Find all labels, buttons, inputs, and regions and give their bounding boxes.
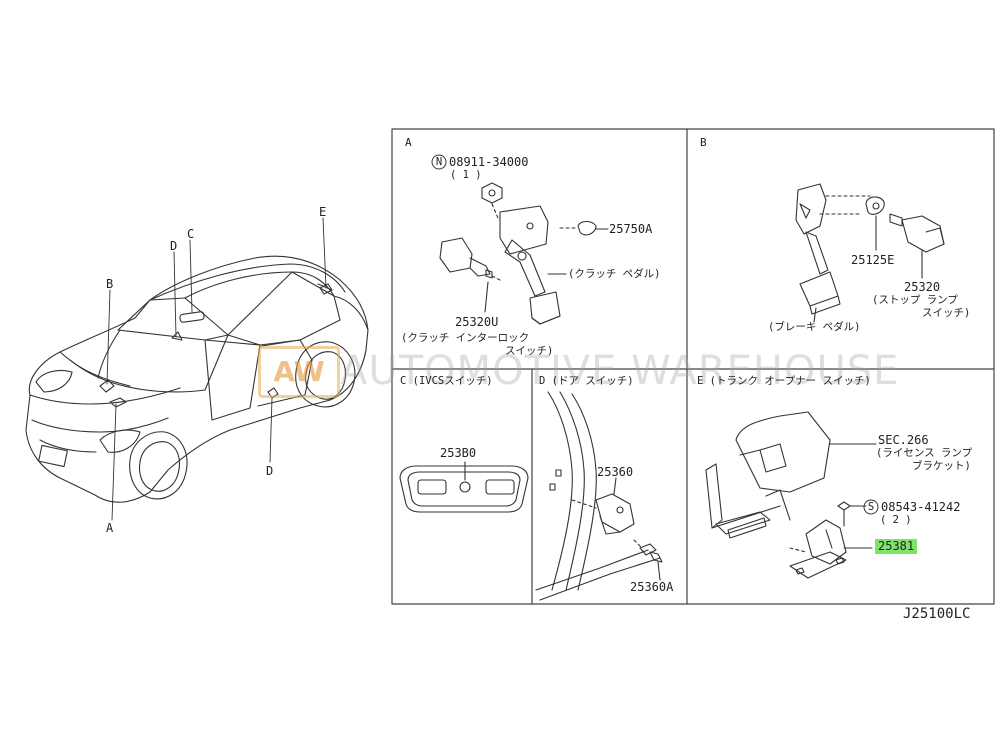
watermark-logo: AW — [258, 346, 340, 398]
part-25360a: 25360A — [630, 580, 674, 594]
clutch-pedal-label: (クラッチ ペダル) — [568, 268, 661, 280]
callout-a: A — [106, 521, 114, 535]
sec-266-label: SEC.266 — [878, 433, 929, 447]
panel-e-artwork — [705, 411, 877, 579]
nut-quantity: ( 1 ) — [450, 169, 482, 181]
nut-part-number: 08911-34000 — [449, 155, 529, 169]
part-25750a: 25750A — [609, 222, 653, 236]
part-25320: 25320 — [904, 280, 941, 294]
callout-e: E — [319, 205, 327, 219]
interlock-switch-label-1: (クラッチ インターロック — [401, 332, 530, 344]
highlighted-part-25381[interactable]: 25381 — [875, 539, 918, 554]
callout-c: C — [187, 227, 195, 241]
car-illustration — [25, 255, 369, 503]
panel-d-header: D (ドア スイッチ) — [539, 375, 634, 387]
interlock-switch-label-2: スイッチ) — [505, 345, 554, 357]
nut-symbol-icon: N — [435, 156, 443, 168]
symbol-rings — [431, 154, 879, 515]
screw-quantity: ( 2 ) — [880, 514, 912, 526]
panel-c-artwork — [399, 461, 529, 513]
panel-a-artwork — [439, 182, 609, 325]
panel-b-letter: B — [700, 136, 707, 149]
screw-symbol-icon: S — [867, 501, 875, 513]
watermark-text: AUTOMOTIVE WAREHOUSE — [340, 348, 900, 394]
stop-lamp-label-1: (ストップ ランプ — [872, 294, 958, 306]
license-lamp-label-1: (ライセンス ランプ — [876, 447, 973, 459]
panel-a-letter: A — [405, 136, 412, 149]
callout-b: B — [106, 277, 114, 291]
panel-d-artwork — [535, 391, 663, 601]
part-25125e: 25125E — [851, 253, 895, 267]
part-25320u: 25320U — [455, 315, 499, 329]
panel-e-header: E (トランク オープナー スイッチ) — [697, 375, 871, 387]
callout-d-lower: D — [266, 464, 274, 478]
diagram-code: J25100LC — [903, 606, 971, 622]
license-lamp-label-2: ブラケット) — [912, 460, 971, 472]
panel-c-header: C (IVCSスイッチ) — [400, 375, 493, 387]
screw-part-number: 08543-41242 — [881, 500, 961, 514]
part-253b0: 253B0 — [440, 446, 477, 460]
brake-pedal-label: (ブレーキ ペダル) — [768, 321, 861, 333]
car-leader-lines — [106, 217, 327, 521]
callout-d-upper: D — [170, 239, 178, 253]
panel-b-artwork — [795, 183, 945, 323]
stop-lamp-label-2: スイッチ) — [922, 307, 971, 319]
panel-frames — [391, 128, 995, 605]
part-25360: 25360 — [597, 465, 634, 479]
